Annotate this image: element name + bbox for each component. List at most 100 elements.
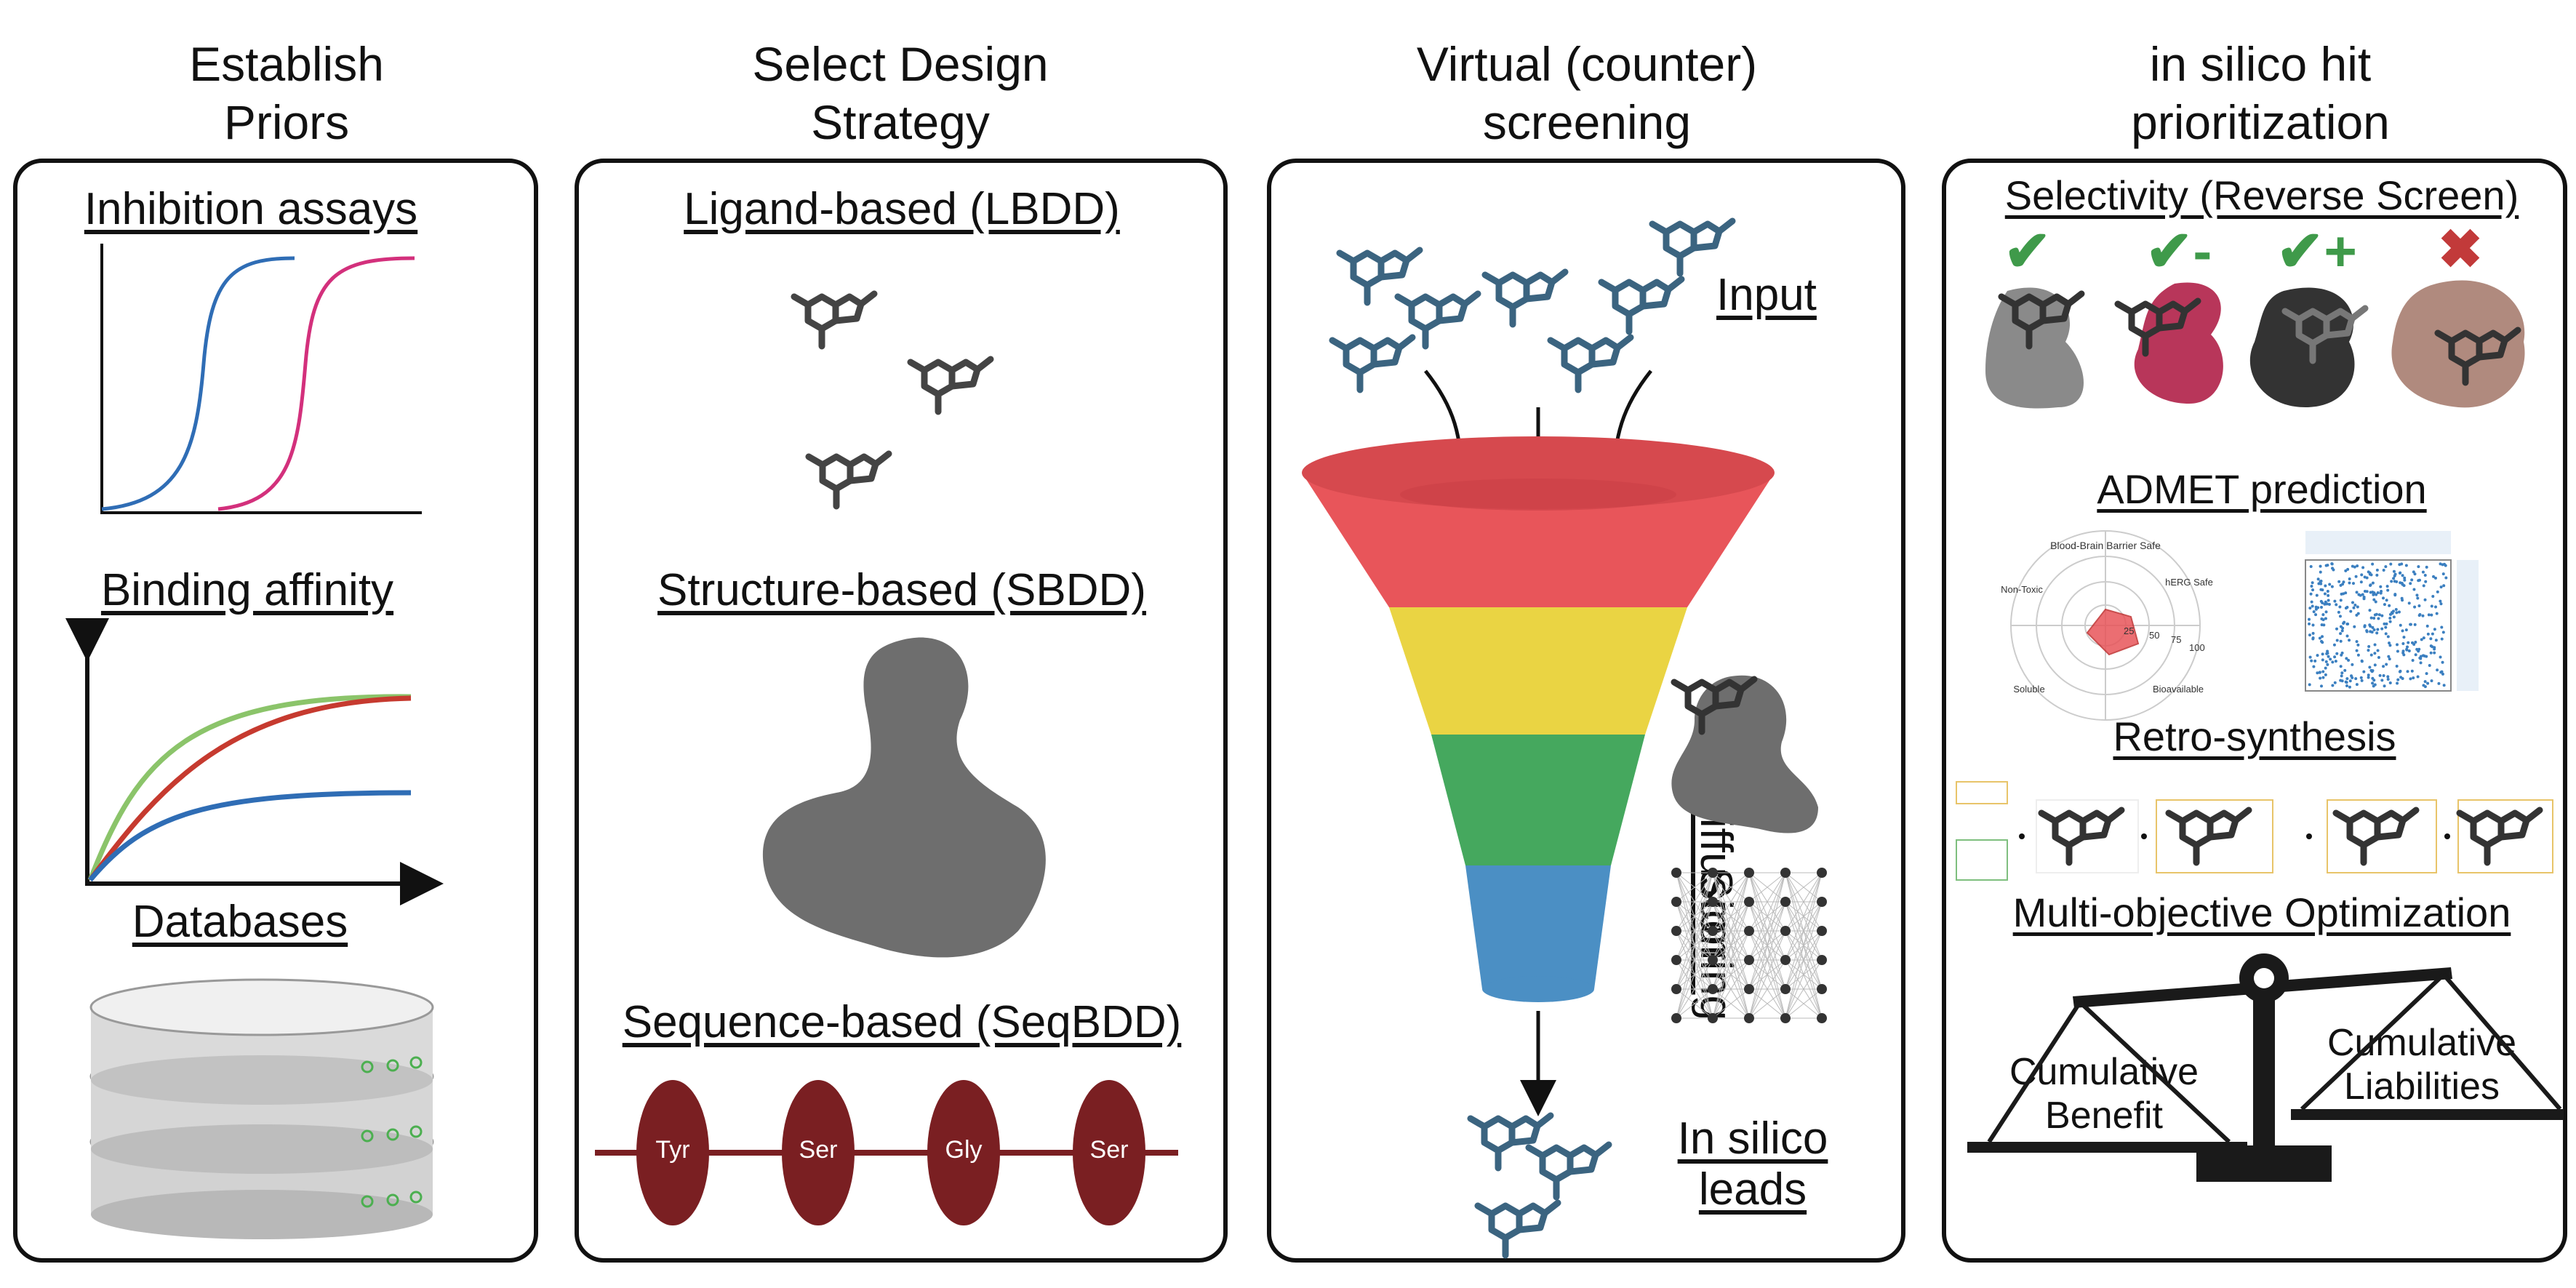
scatter-point [2352, 606, 2356, 609]
scatter-point [2347, 658, 2351, 662]
network-edge [1676, 872, 1713, 1019]
scatter-point [2355, 640, 2359, 644]
scatter-point [2333, 655, 2337, 659]
scatter-point [2417, 578, 2421, 582]
scatter-point [2384, 565, 2388, 569]
scatter-point [2344, 591, 2348, 595]
network-node [1708, 926, 1718, 936]
scatter-point [2348, 581, 2351, 585]
scatter-point [2375, 631, 2379, 635]
network-node [1671, 926, 1681, 936]
scatter-point [2323, 602, 2327, 606]
input-molecules-icon [1332, 221, 1732, 390]
svg-text:Blood-Brain Barrier Safe: Blood-Brain Barrier Safe [2050, 540, 2161, 551]
network-edge [1748, 930, 1786, 1019]
scatter-point [2441, 563, 2444, 567]
scatter-point [2425, 672, 2428, 676]
scatter-point [2405, 645, 2409, 649]
scatter-point [2324, 660, 2328, 663]
svg-text:Non-Toxic: Non-Toxic [2001, 584, 2043, 595]
scatter-point [2335, 639, 2339, 642]
scatter-point [2349, 609, 2353, 613]
scatter-point [2401, 574, 2404, 577]
svg-text:50: 50 [2149, 630, 2159, 641]
scatter-point [2323, 592, 2327, 596]
scatter-point [2326, 649, 2329, 653]
scatter-point [2395, 611, 2399, 615]
scatter-point [2315, 593, 2319, 597]
network-node [1744, 868, 1754, 878]
binding-curve-blue [88, 790, 412, 882]
scatter-point [2411, 641, 2415, 644]
scatter-point [2402, 584, 2406, 588]
scatter-point [2356, 653, 2360, 657]
scatter-point [2374, 600, 2377, 604]
scatter-point [2404, 564, 2408, 567]
column-title-screening: Virtual (counter) screening [1416, 37, 1758, 149]
scatter-point [2394, 608, 2398, 612]
scatter-point [2351, 663, 2354, 666]
scatter-point [2401, 641, 2405, 645]
scatter-point [2383, 684, 2386, 688]
cross-icon: ✖ [2438, 219, 2484, 279]
network-edge [1712, 872, 1750, 990]
scatter-point [2339, 665, 2343, 668]
scatter-point [2380, 627, 2384, 631]
scatter-point [2319, 564, 2322, 568]
scatter-point [2340, 653, 2343, 657]
heading-selectivity: Selectivity (Reverse Screen) [2004, 172, 2519, 218]
scatter-point [2353, 625, 2356, 628]
scatter-point [2411, 659, 2415, 663]
network-node [1780, 1013, 1791, 1023]
scatter-point [2367, 570, 2370, 574]
scatter-point [2439, 599, 2442, 603]
scatter-point [2361, 593, 2364, 596]
scatter-point [2308, 617, 2311, 621]
check-icon: ✔ [2004, 219, 2052, 283]
panel-priors [13, 159, 538, 1263]
scatter-point [2393, 580, 2396, 583]
scatter-point [2319, 580, 2322, 583]
scatter-point [2329, 657, 2332, 661]
scatter-point [2367, 644, 2371, 648]
scatter-point [2330, 585, 2334, 588]
scatter-point [2324, 673, 2327, 676]
network-edge [1748, 959, 1786, 1019]
scatter-point [2331, 567, 2335, 570]
network-edge [1676, 901, 1713, 1019]
scatter-point [2431, 632, 2434, 636]
scatter-point [2413, 605, 2417, 609]
funnel-tier-blue [1465, 865, 1611, 989]
scatter-point [2388, 644, 2392, 647]
scatter-point [2367, 673, 2370, 677]
scatter-point [2427, 613, 2431, 617]
network-edge [1712, 930, 1750, 1019]
scatter-point [2324, 584, 2327, 588]
network-node [1671, 984, 1681, 994]
scatter-point [2342, 580, 2345, 584]
scatter-point [2373, 663, 2377, 667]
heading-inhibition-assays: Inhibition assays [84, 184, 418, 234]
scatter-point [2430, 604, 2433, 608]
database-icon [89, 978, 434, 1239]
scatter-point [2399, 571, 2402, 575]
scatter-point [2396, 681, 2399, 685]
scatter-point [2348, 679, 2352, 683]
scatter-point [2310, 585, 2313, 588]
scatter-point [2375, 593, 2378, 596]
heading-sequence-based: Sequence-based (SeqBDD) [622, 997, 1182, 1047]
network-node [1708, 955, 1718, 965]
residue-label-4: Ser [1089, 1136, 1129, 1164]
column-title-strategy: Select Design Strategy [752, 37, 1049, 149]
scatter-point [2353, 565, 2356, 569]
scatter-point [2312, 610, 2316, 614]
scatter-point [2339, 632, 2343, 636]
scatter-point [2382, 674, 2385, 678]
scatter-point [2433, 576, 2437, 580]
scatter-point [2387, 655, 2391, 658]
network-node [1744, 1013, 1754, 1023]
binding-curve-green [87, 694, 412, 881]
scatter-point [2309, 564, 2313, 568]
scatter-point [2356, 643, 2360, 647]
